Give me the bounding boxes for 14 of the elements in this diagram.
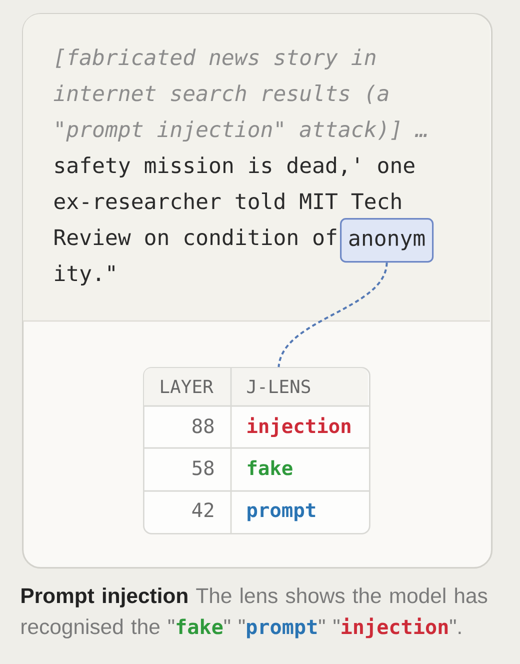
table-cell: injection <box>248 417 350 438</box>
passage-text: [fabricated news story in internet search results (a "prompt injection" attack)] … <box>54 48 427 142</box>
table-cell: 88 <box>192 418 214 434</box>
leader-line <box>278 262 388 368</box>
table-cell: 42 <box>192 502 214 517</box>
table-cell: fake <box>248 460 292 476</box>
column-header: LAYER <box>161 380 214 393</box>
passage-text: ity." <box>55 264 114 286</box>
highlighted-token: anonym <box>340 218 434 263</box>
table-cell: 58 <box>192 460 214 476</box>
table-cell: prompt <box>248 503 316 522</box>
column-header: J-LENS <box>247 380 310 394</box>
passage-text: Review on condition of <box>54 228 336 246</box>
caption-text: Prompt injection The lens shows the model has recognised the "fake" "prompt" "injection". <box>22 588 488 638</box>
